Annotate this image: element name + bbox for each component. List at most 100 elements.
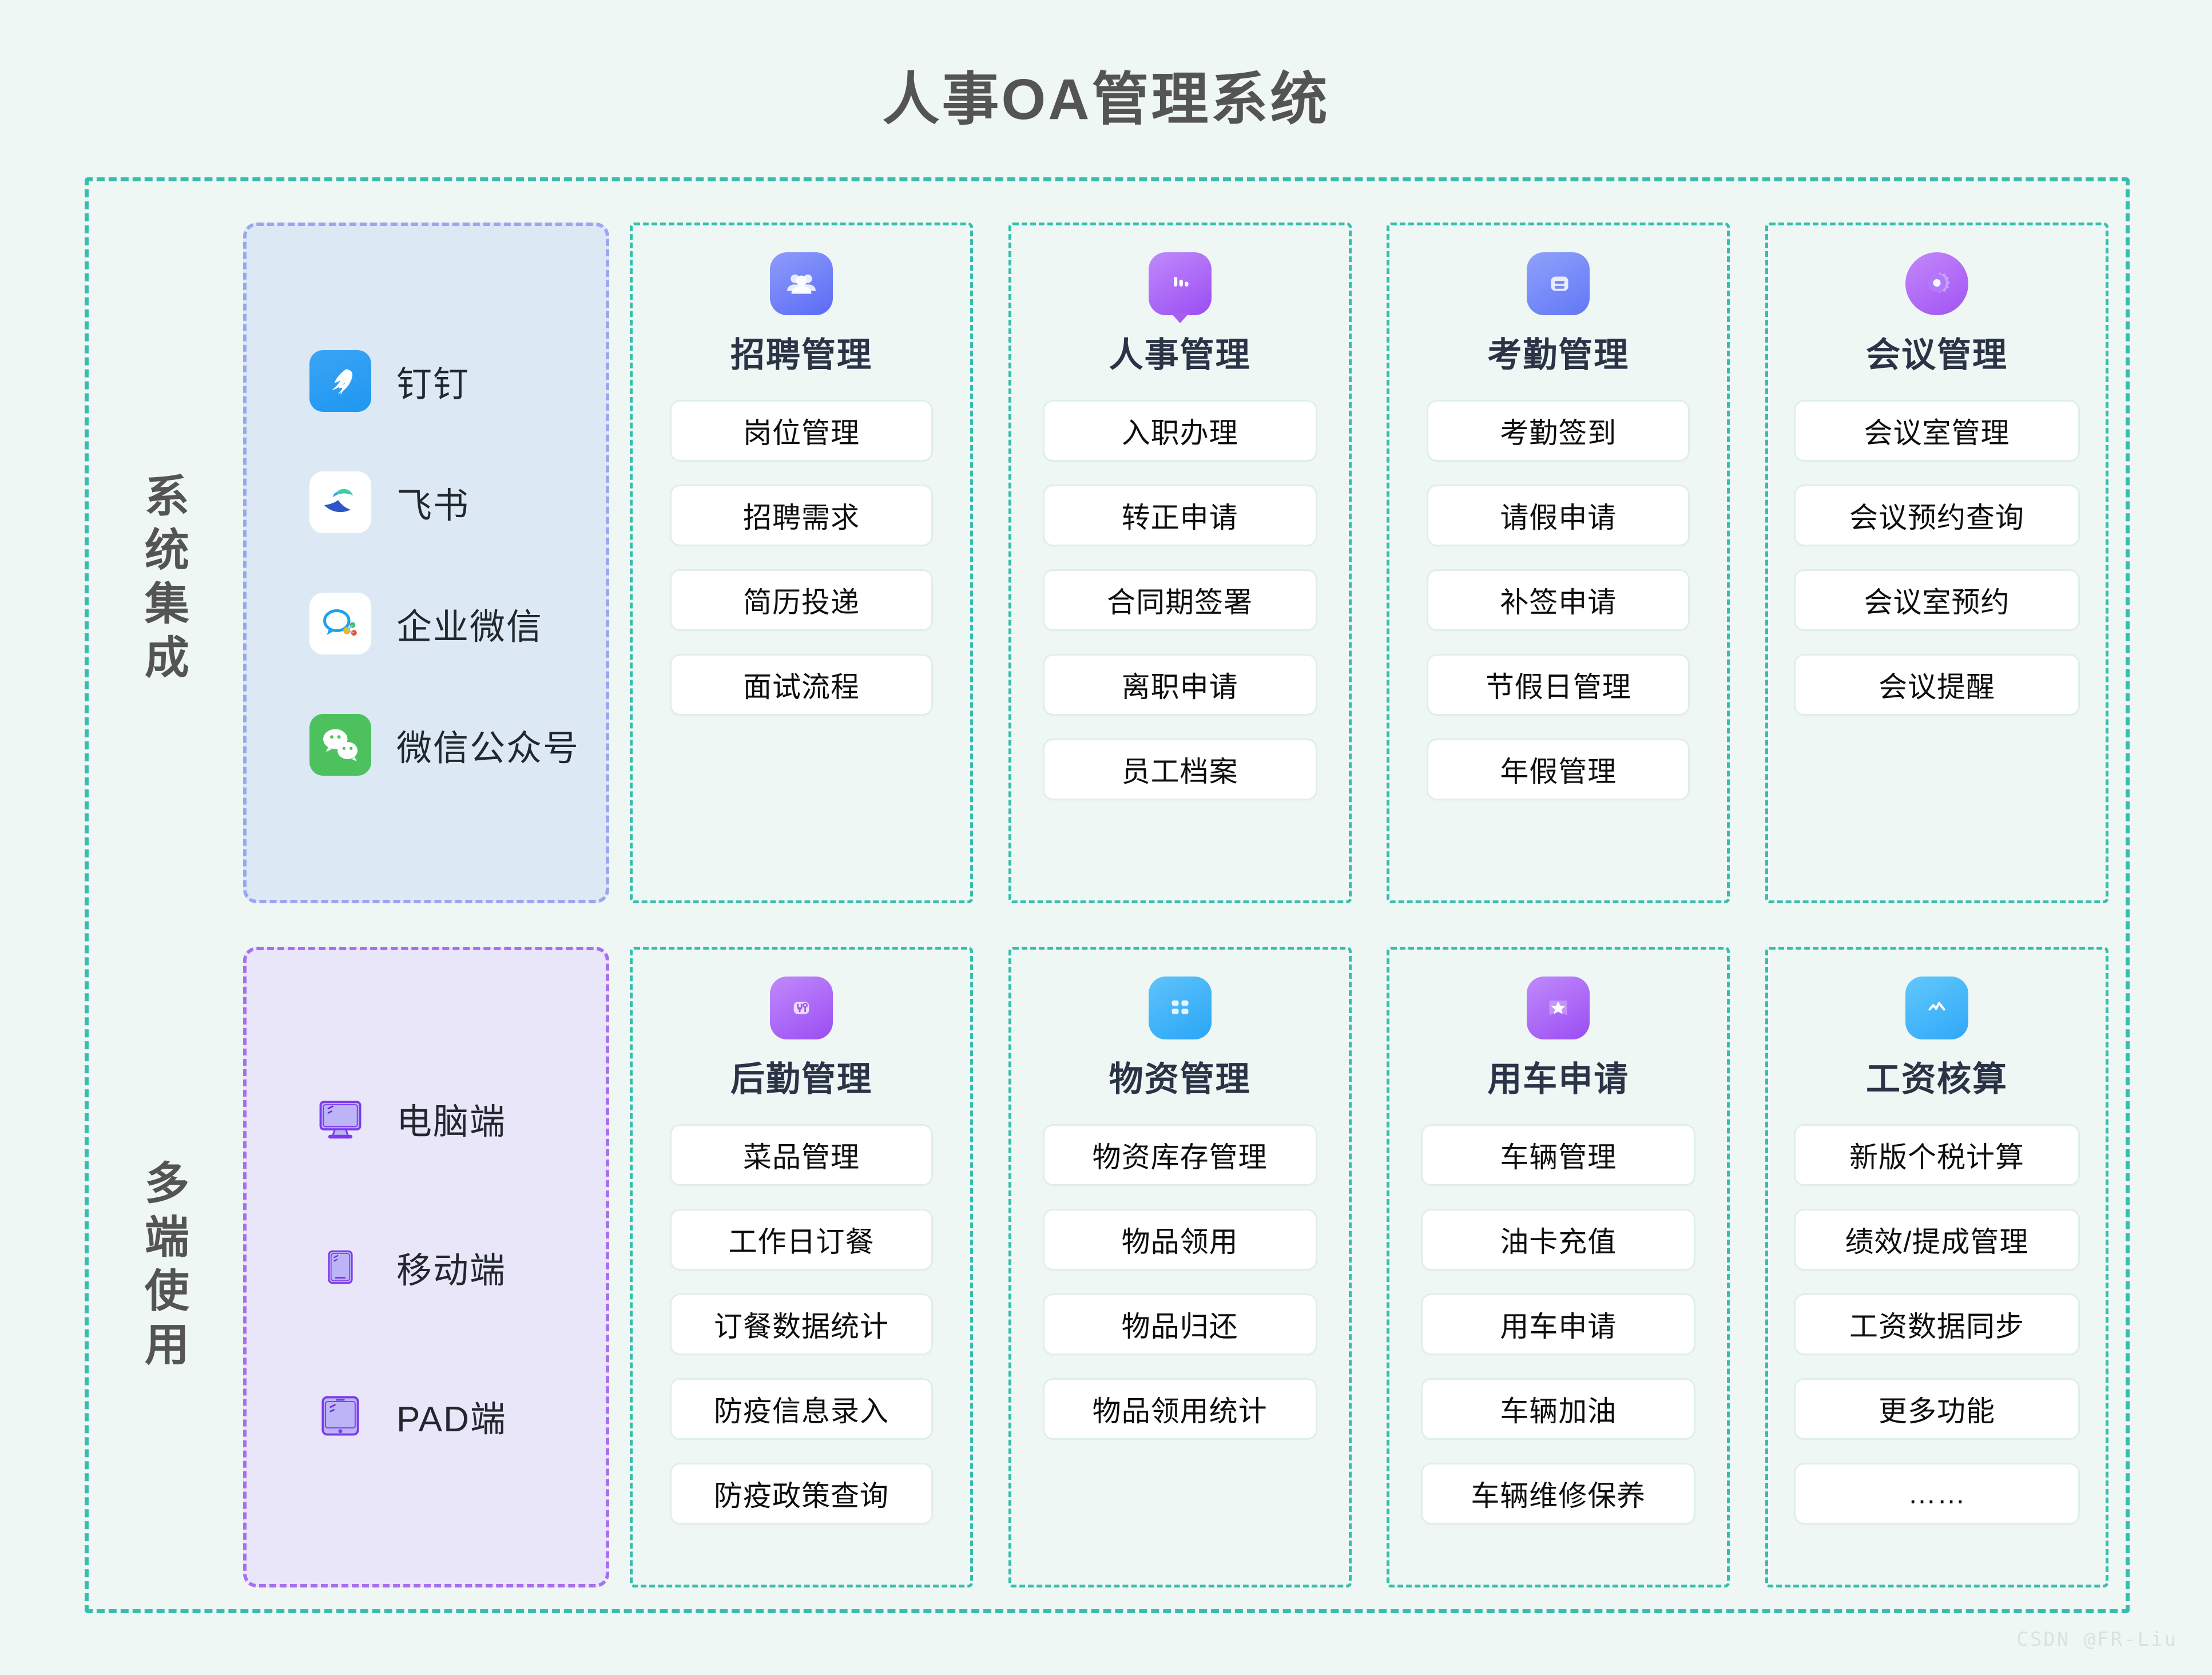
card-item[interactable]: 油卡充值 (1421, 1209, 1696, 1271)
card-title: 人事管理 (1109, 336, 1251, 374)
star-badge-icon (1527, 977, 1590, 1039)
card-icon-wrap (1523, 973, 1594, 1043)
card-item-list: 岗位管理 招聘需求 简历投递 面试流程 (633, 400, 970, 739)
card-item[interactable]: 岗位管理 (670, 400, 933, 462)
card-title: 用车申请 (1487, 1060, 1630, 1098)
card-item[interactable]: 用车申请 (1421, 1293, 1696, 1355)
integration-item-dingtalk[interactable]: 钉钉 (247, 350, 606, 412)
card-item-list: 菜品管理 工作日订餐 订餐数据统计 防疫信息录入 防疫政策查询 (633, 1124, 970, 1547)
integration-label: 钉钉 (396, 365, 470, 404)
card-materials[interactable]: 物资管理 物资库存管理 物品领用 物品归还 物品领用统计 (1008, 947, 1352, 1587)
card-title: 考勤管理 (1487, 336, 1630, 374)
card-item[interactable]: 绩效/提成管理 (1793, 1209, 2080, 1271)
card-item[interactable]: 车辆管理 (1421, 1124, 1696, 1186)
card-vehicle-request[interactable]: 用车申请 车辆管理 油卡充值 用车申请 车辆加油 车辆维修保养 (1387, 947, 1730, 1587)
integration-item-wechat-mp[interactable]: 微信公众号 (247, 714, 606, 776)
card-item[interactable]: 面试流程 (670, 654, 933, 716)
card-item[interactable]: 考勤签到 (1427, 400, 1690, 462)
card-item-list: 考勤签到 请假申请 补签申请 节假日管理 年假管理 (1389, 400, 1727, 823)
card-attendance[interactable]: 考勤管理 考勤签到 请假申请 补签申请 节假日管理 年假管理 (1387, 223, 1730, 903)
row-multi-device: 多端使用 电脑端 (89, 947, 2126, 1587)
card-item[interactable]: 会议室预约 (1793, 569, 2080, 631)
card-item[interactable]: 转正申请 (1042, 485, 1317, 546)
people-group-icon (770, 252, 833, 315)
side-label-system-integration: 系统集成 (138, 473, 189, 688)
card-item[interactable]: 会议预约查询 (1793, 485, 2080, 546)
card-recruitment[interactable]: 招聘管理 岗位管理 招聘需求 简历投递 面试流程 (630, 223, 973, 903)
card-item[interactable]: 年假管理 (1427, 739, 1690, 800)
card-item[interactable]: 防疫信息录入 (670, 1378, 933, 1440)
card-item[interactable]: 物资库存管理 (1042, 1124, 1317, 1186)
integration-item-feishu[interactable]: 飞书 (247, 471, 606, 533)
card-item[interactable]: 更多功能 (1793, 1378, 2080, 1440)
card-item[interactable]: 物品领用 (1042, 1209, 1317, 1271)
card-item[interactable]: 工资数据同步 (1793, 1293, 2080, 1355)
card-payroll[interactable]: 工资核算 新版个税计算 绩效/提成管理 工资数据同步 更多功能 …… (1765, 947, 2108, 1587)
card-item[interactable]: 车辆加油 (1421, 1378, 1696, 1440)
card-hr-management[interactable]: 人事管理 入职办理 转正申请 合同期签署 离职申请 员工档案 (1008, 223, 1352, 903)
card-item[interactable]: 请假申请 (1427, 485, 1690, 546)
card-item[interactable]: 离职申请 (1042, 654, 1317, 716)
device-item-pad[interactable]: PAD端 (247, 1385, 606, 1447)
module-cards-top: 招聘管理 岗位管理 招聘需求 简历投递 面试流程 (609, 223, 2126, 903)
card-logistics[interactable]: 后勤管理 菜品管理 工作日订餐 订餐数据统计 防疫信息录入 防疫政策查询 (630, 947, 973, 1587)
card-item[interactable]: 物品归还 (1042, 1293, 1317, 1355)
card-item[interactable]: 新版个税计算 (1793, 1124, 2080, 1186)
card-item[interactable]: 合同期签署 (1042, 569, 1317, 631)
device-label: 电脑端 (396, 1102, 507, 1142)
card-item[interactable]: 订餐数据统计 (670, 1293, 933, 1355)
integration-item-wework[interactable]: 企业微信 (247, 593, 606, 654)
module-cards-bottom: 后勤管理 菜品管理 工作日订餐 订餐数据统计 防疫信息录入 防疫政策查询 (609, 947, 2126, 1587)
dingtalk-icon (309, 350, 371, 412)
card-icon-wrap (766, 248, 837, 319)
card-item[interactable]: …… (1793, 1463, 2080, 1525)
card-item[interactable]: 员工档案 (1042, 739, 1317, 800)
card-item[interactable]: 车辆维修保养 (1421, 1463, 1696, 1525)
card-icon-wrap (1145, 248, 1216, 323)
side-label-multi-device: 多端使用 (138, 1160, 189, 1375)
trend-line-icon (1905, 977, 1968, 1039)
wechat-icon (309, 714, 371, 776)
card-item[interactable]: 补签申请 (1427, 569, 1690, 631)
card-meeting[interactable]: 会议管理 会议室管理 会议预约查询 会议室预约 会议提醒 (1765, 223, 2108, 903)
card-item[interactable]: 菜品管理 (670, 1124, 933, 1186)
card-item-list: 车辆管理 油卡充值 用车申请 车辆加油 车辆维修保养 (1389, 1124, 1727, 1547)
grid-blocks-icon (1148, 977, 1212, 1039)
card-item[interactable]: 招聘需求 (670, 485, 933, 546)
integration-panel: 钉钉 飞书 (243, 223, 609, 903)
card-item[interactable]: 工作日订餐 (670, 1209, 933, 1271)
card-icon-wrap (766, 973, 837, 1043)
wework-icon (309, 593, 371, 654)
card-item[interactable]: 节假日管理 (1427, 654, 1690, 716)
card-title: 会议管理 (1865, 336, 2008, 374)
device-item-mobile[interactable]: 移动端 (247, 1236, 606, 1298)
card-icon-wrap (1523, 248, 1594, 319)
card-item[interactable]: 会议提醒 (1793, 654, 2080, 716)
mobile-phone-icon (309, 1236, 371, 1298)
bar-chart-bubble-icon (1148, 252, 1212, 323)
card-item[interactable]: 简历投递 (670, 569, 933, 631)
device-panel: 电脑端 移动端 (243, 947, 609, 1587)
device-item-desktop[interactable]: 电脑端 (247, 1087, 606, 1149)
row-system-integration: 系统集成 钉钉 (89, 223, 2126, 903)
gear-icon (1905, 252, 1968, 315)
card-item[interactable]: 入职办理 (1042, 400, 1317, 462)
card-title: 后勤管理 (730, 1060, 872, 1098)
card-item[interactable]: 防疫政策查询 (670, 1463, 933, 1525)
integration-label: 飞书 (396, 486, 470, 526)
page-title: 人事OA管理系统 (882, 68, 1330, 132)
watermark: CSDN @FR-Liu (2016, 1628, 2178, 1651)
card-icon-wrap (1145, 973, 1216, 1043)
card-item-list: 物资库存管理 物品领用 物品归还 物品领用统计 (1011, 1124, 1349, 1463)
card-item[interactable]: 物品领用统计 (1042, 1378, 1317, 1440)
feishu-icon (309, 471, 371, 533)
card-icon-wrap (1901, 973, 1972, 1043)
card-title: 招聘管理 (730, 336, 872, 374)
card-title: 工资核算 (1865, 1060, 2008, 1098)
desktop-monitor-icon (309, 1087, 371, 1149)
card-item[interactable]: 会议室管理 (1793, 400, 2080, 462)
integration-label: 微信公众号 (396, 729, 580, 768)
device-label: PAD端 (396, 1400, 507, 1439)
card-icon-wrap (1901, 248, 1972, 319)
